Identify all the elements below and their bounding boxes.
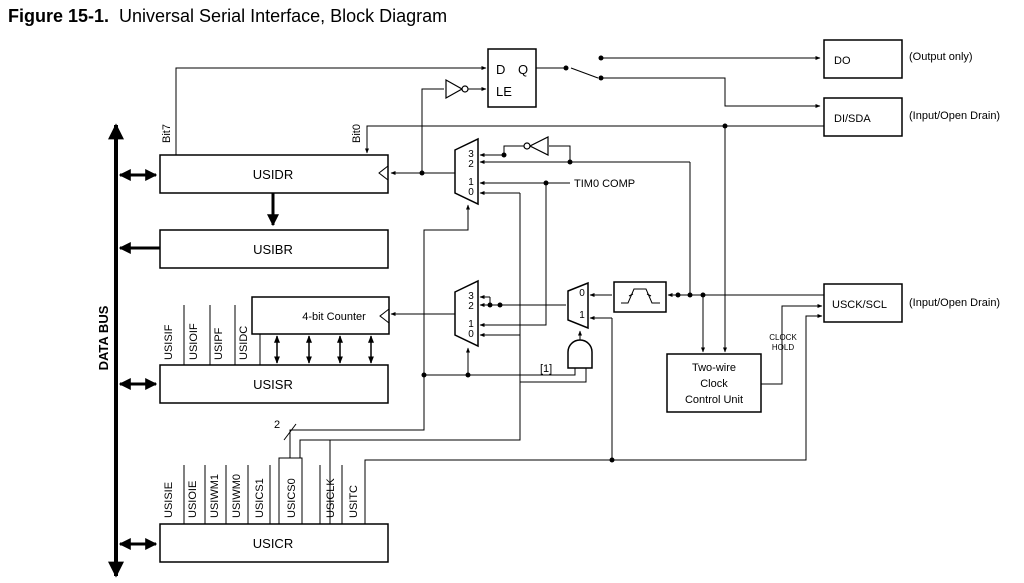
clock-hold-label-1: CLOCK: [769, 333, 797, 342]
counter-usisr-arrows: [274, 335, 374, 364]
usicr-bit-5: USICS0: [286, 478, 298, 518]
disda-pin: DI/SDA: [823, 97, 903, 137]
counter-label: 4-bit Counter: [302, 311, 366, 323]
usibr-label: USIBR: [253, 242, 293, 257]
counter-block: 4-bit Counter: [251, 296, 390, 335]
mux2-in-1: 1: [468, 319, 474, 330]
mux1-inverter: [523, 136, 549, 156]
bit7-label: Bit7: [161, 124, 173, 143]
usicr-bit-3: USIWM0: [231, 474, 243, 518]
usidr-clock-mux: 3 2 1 0: [454, 137, 479, 206]
usisr-bit-3: USIDC: [238, 326, 250, 360]
data-bus-label: DATA BUS: [96, 305, 111, 370]
figure-number: Figure 15-1.: [8, 6, 110, 26]
usck-pin: USCK/SCL: [823, 283, 903, 323]
usidr-label: USIDR: [253, 167, 293, 182]
data-bus: DATA BUS: [96, 123, 124, 578]
usicr-bit-2: USIWM1: [209, 474, 221, 518]
disda-label: DI/SDA: [834, 113, 871, 125]
usicr-register: USICR: [159, 523, 389, 563]
usicr-bit-4: USICS1: [254, 478, 266, 518]
usicr-bit-0: USISIE: [163, 482, 175, 518]
latch-le-label: LE: [496, 84, 512, 99]
twowire-line2: Clock: [700, 378, 728, 390]
counter-clock-mux: 3 2 1 0: [454, 279, 479, 348]
usicr-label: USICR: [253, 536, 293, 551]
note-label: [1]: [540, 363, 552, 375]
tim0-label: TIM0 COMP: [574, 178, 635, 190]
mux2-in-2: 2: [468, 301, 474, 312]
usisr-label: USISR: [253, 377, 293, 392]
d-latch: D Q LE: [487, 48, 537, 108]
latch-q-label: Q: [518, 62, 528, 77]
mux3-in-0: 0: [579, 288, 585, 299]
bus-width-label: 2: [274, 419, 280, 431]
do-pin: DO: [823, 39, 903, 79]
le-inverter: [445, 78, 469, 100]
figure-caption: Universal Serial Interface, Block Diagra…: [119, 6, 448, 26]
two-wire-clock-control-unit: Two-wire Clock Control Unit: [666, 353, 762, 413]
do-label: DO: [834, 55, 851, 67]
mux2-in-3: 3: [468, 291, 474, 302]
clock-select-mux: 0 1: [567, 281, 589, 330]
usibr-register: USIBR: [159, 229, 389, 269]
usck-label: USCK/SCL: [832, 299, 887, 311]
latch-d-label: D: [496, 62, 505, 77]
usicr-bit-7: USITC: [348, 485, 360, 518]
mux1-in-0: 0: [468, 187, 474, 198]
usck-note: (Input/Open Drain): [909, 297, 1000, 309]
clock-hold-label-2: HOLD: [772, 343, 794, 352]
usidr-register: USIDR: [159, 154, 389, 194]
mux1-in-2: 2: [468, 159, 474, 170]
do-note: (Output only): [909, 51, 973, 63]
bit0-label: Bit0: [351, 124, 363, 143]
figure-title: Figure 15-1. Universal Serial Interface, …: [8, 6, 447, 27]
usisr-bit-0: USISIF: [163, 324, 175, 360]
usisr-register: USISR: [159, 364, 389, 404]
mux3-in-1: 1: [579, 310, 585, 321]
mux1-in-1: 1: [468, 177, 474, 188]
usisr-bit-2: USIPF: [213, 327, 225, 360]
twowire-line3: Control Unit: [685, 394, 743, 406]
and-gate: [567, 339, 593, 369]
mux1-in-3: 3: [468, 149, 474, 160]
mux2-in-0: 0: [468, 329, 474, 340]
le-drive-wire: [421, 88, 444, 173]
edge-detector: [613, 281, 667, 313]
usisr-bit-1: USIOIF: [188, 323, 200, 360]
usicr-bit-1: USIOIE: [187, 481, 199, 518]
twowire-line1: Two-wire: [692, 362, 736, 374]
bit7-wire: [175, 66, 487, 155]
usisr-bits: [183, 305, 261, 365]
disda-note: (Input/Open Drain): [909, 110, 1000, 122]
usicr-bit-6: USICLK: [325, 478, 337, 518]
q-output-wire: [536, 56, 821, 108]
